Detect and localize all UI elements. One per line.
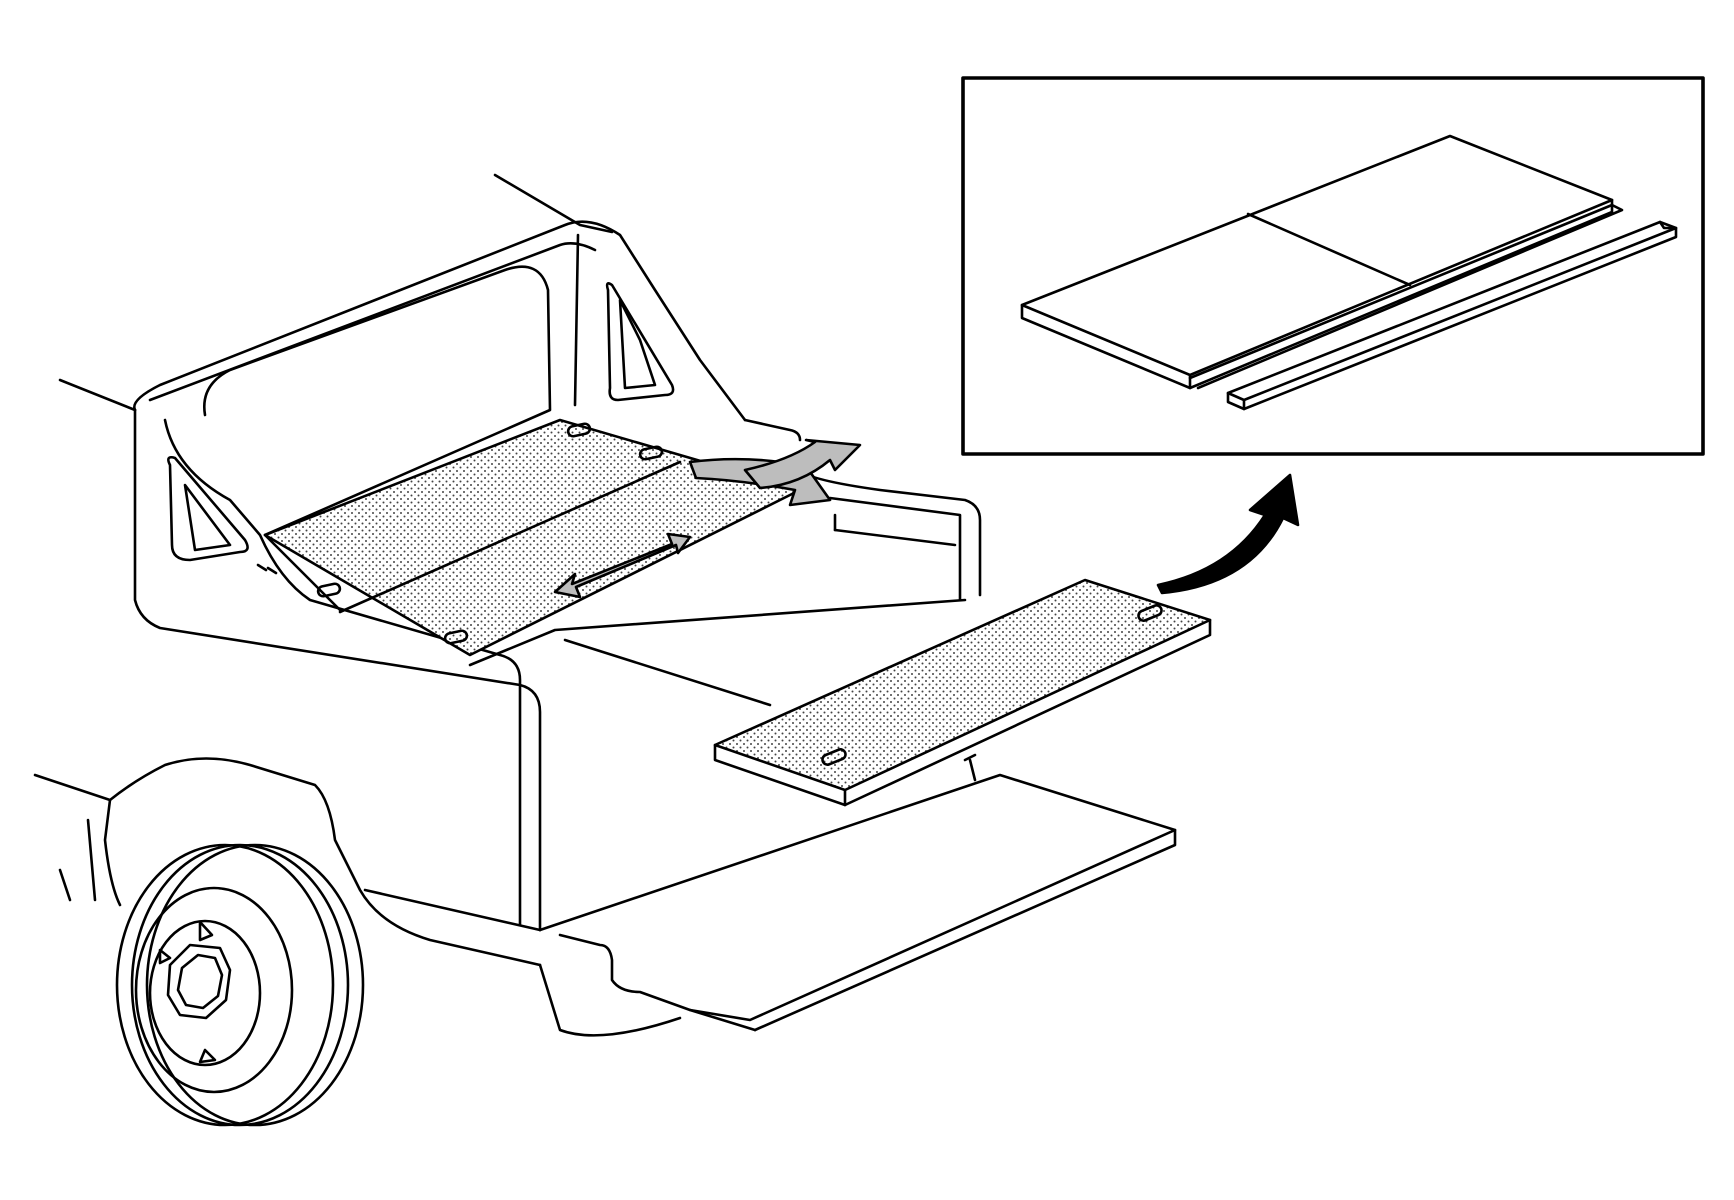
truck-cab [58,173,614,412]
bed-floor-panel-installed [256,418,802,657]
detail-inset [961,76,1705,456]
slide-arrow [553,532,692,599]
tailgate [538,773,1177,1032]
callout-arrow [1156,473,1300,595]
lift-arrow [688,438,862,507]
bed-floor-panel-removed [713,578,1212,807]
rear-wheel [115,843,365,1127]
truck-body-lower [33,757,682,1037]
truck-bed [133,220,982,932]
